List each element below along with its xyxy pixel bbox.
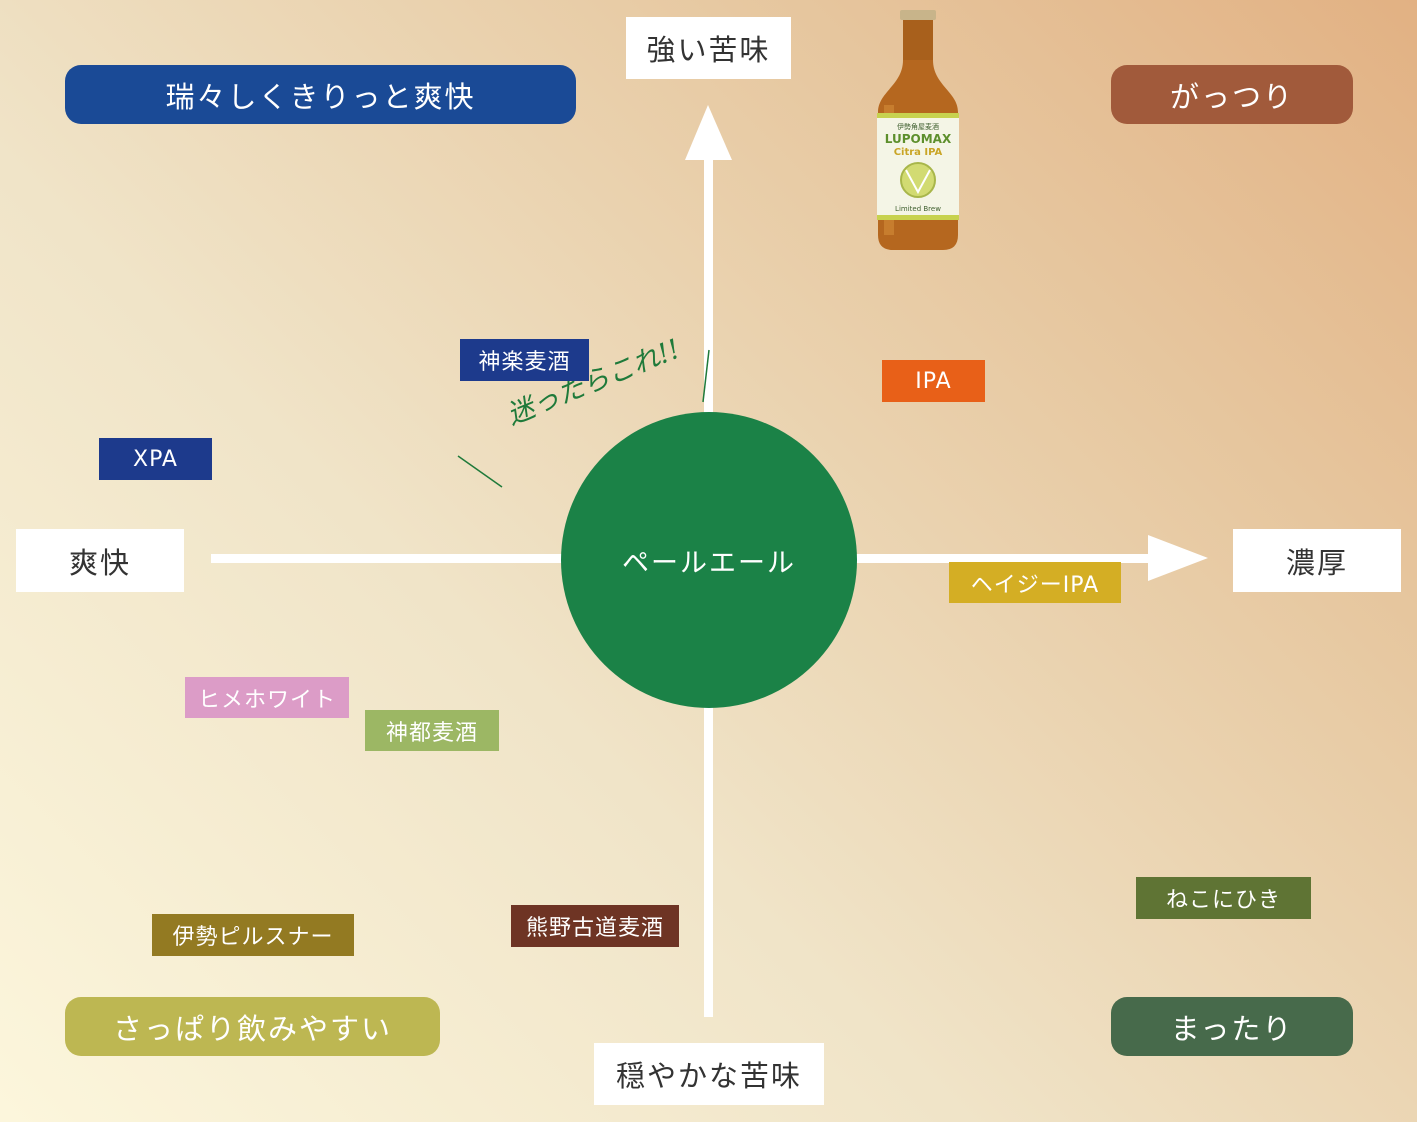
axis-vertical-upper: [704, 155, 713, 415]
axis-label-top: 強い苦味: [626, 17, 791, 79]
beer-tag-hime-white: ヒメホワイト: [185, 677, 349, 718]
bottle-label-top: 伊勢角屋麦酒: [897, 122, 939, 131]
quadrant-bottom-right: まったり: [1111, 997, 1353, 1056]
bottle-label-bottom: Limited Brew: [895, 205, 941, 213]
note-stroke-left: [457, 455, 503, 488]
axes: [211, 105, 1208, 1017]
axis-label-bottom: 穏やかな苦味: [594, 1043, 824, 1105]
beer-tag-kumano: 熊野古道麦酒: [511, 905, 679, 947]
note-strokes: [457, 349, 710, 488]
beer-tag-shinto: 神都麦酒: [365, 710, 499, 751]
beer-tag-hazy-ipa: ヘイジーIPA: [949, 562, 1121, 603]
beer-tag-ipa: IPA: [882, 360, 985, 402]
bottle-label-brand: LUPOMAX: [885, 132, 952, 146]
quadrant-top-left: 瑞々しくきりっと爽快: [65, 65, 576, 124]
beer-tag-neko: ねこにひき: [1136, 877, 1311, 919]
axis-arrow-right: [1148, 535, 1208, 581]
beer-tag-kagura: 神楽麦酒: [460, 339, 589, 381]
axis-label-left: 爽快: [16, 529, 184, 592]
quadrant-bottom-left: さっぱり飲みやすい: [65, 997, 440, 1056]
axis-arrow-up: [685, 105, 732, 160]
center-circle: ペールエール: [561, 412, 857, 708]
quadrant-top-right: がっつり: [1111, 65, 1353, 124]
axis-label-right: 濃厚: [1233, 529, 1401, 592]
beer-tag-ise-pilsner: 伊勢ピルスナー: [152, 914, 354, 956]
note-stroke-right: [702, 349, 710, 403]
beer-tag-xpa: XPA: [99, 438, 212, 480]
axis-horizontal-right: [855, 554, 1155, 563]
center-label: ペールエール: [622, 547, 796, 579]
axis-vertical-lower: [704, 705, 713, 1017]
axis-horizontal-left: [211, 554, 563, 563]
bottle-label-style: Citra IPA: [894, 147, 943, 158]
beer-bottle-icon: 伊勢角屋麦酒 LUPOMAX Citra IPA Limited Brew: [877, 10, 959, 250]
